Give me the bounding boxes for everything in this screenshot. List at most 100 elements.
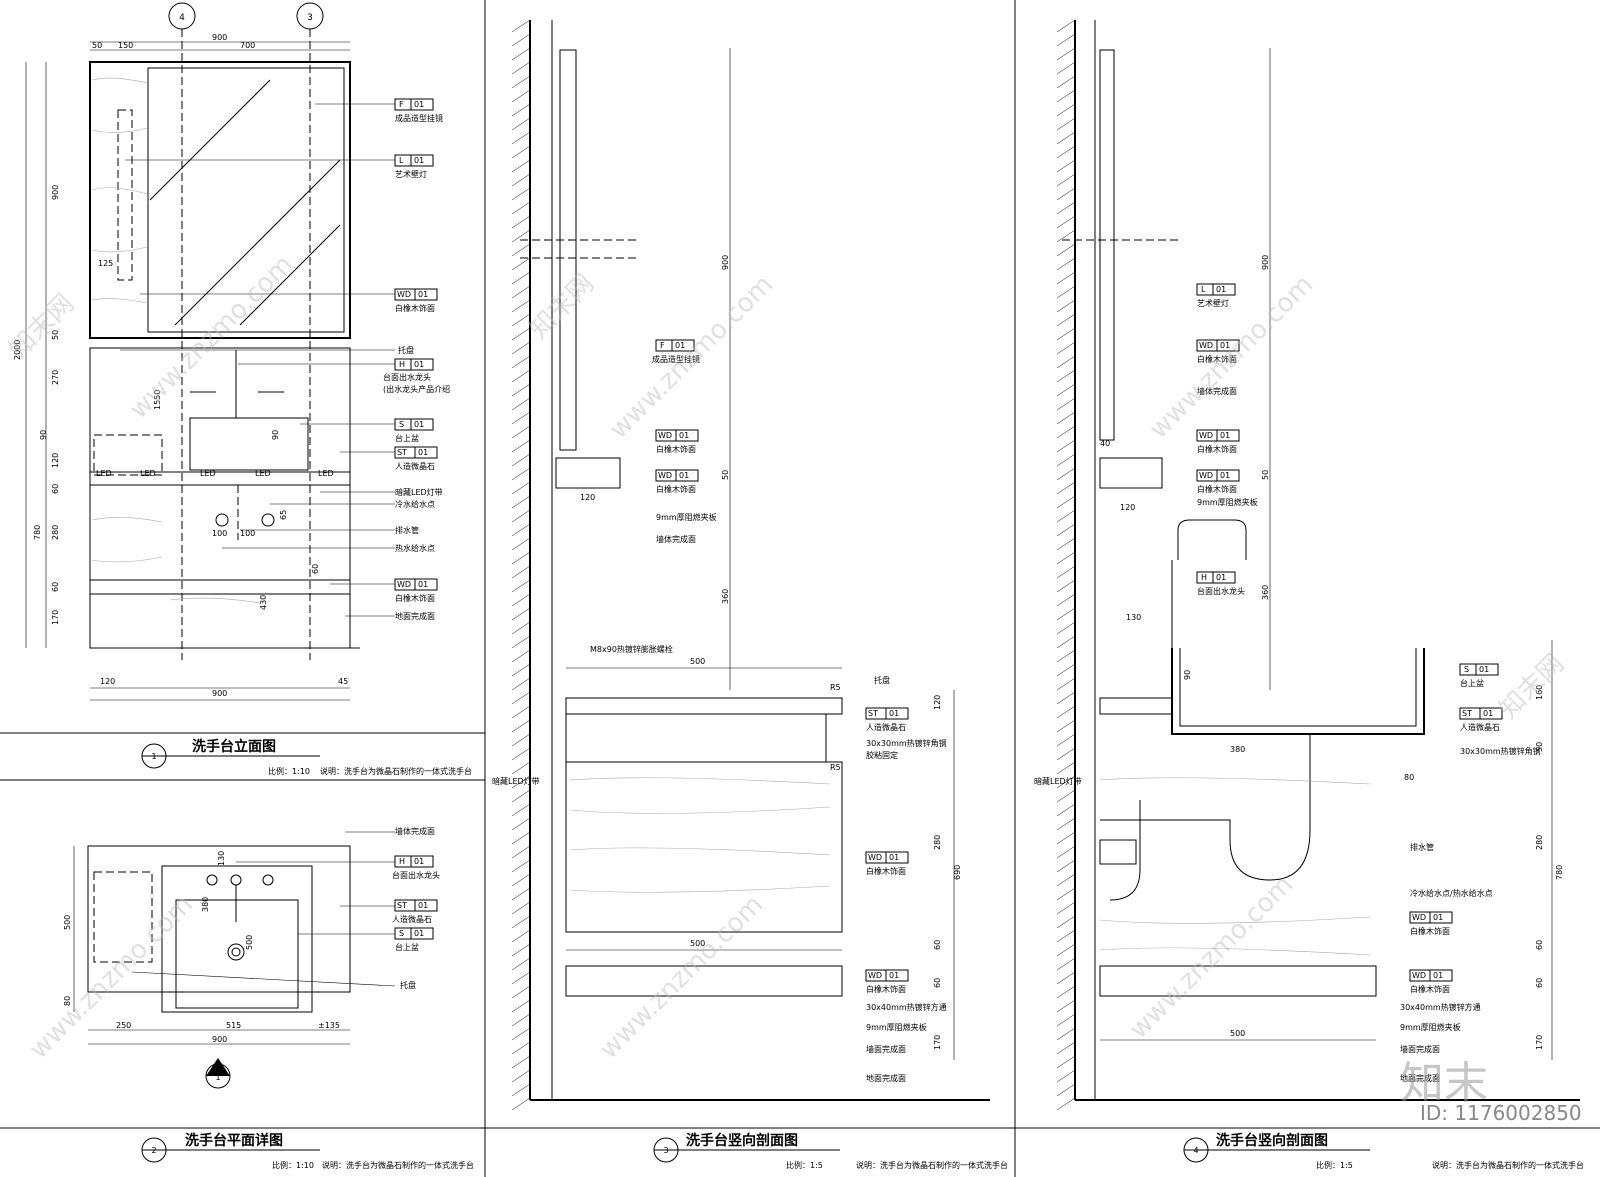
- hatch-line: [511, 89, 531, 103]
- hatch-line: [1056, 187, 1076, 201]
- hatch-line: [1056, 341, 1076, 355]
- svg-text:60: 60: [51, 484, 60, 494]
- hatch-line: [1056, 75, 1076, 89]
- svg-text:250: 250: [116, 1021, 131, 1030]
- label-faucet-note: (出水龙头产品介绍: [383, 384, 450, 394]
- hatch-line: [511, 929, 531, 943]
- hatch-line: [511, 61, 531, 75]
- svg-text:成品造型挂镜: 成品造型挂镜: [652, 354, 700, 364]
- hatch-line: [1056, 873, 1076, 887]
- hatch-line: [511, 943, 531, 957]
- hatch-line: [1056, 159, 1076, 173]
- hatch-line: [511, 33, 531, 47]
- hatch-line: [511, 369, 531, 383]
- hatch-line: [511, 439, 531, 453]
- svg-text:S: S: [1464, 665, 1469, 674]
- hatch-line: [1056, 131, 1076, 145]
- label-faucet: 台面出水龙头: [383, 372, 431, 382]
- hatch-line: [1056, 327, 1076, 341]
- svg-text:01: 01: [1216, 573, 1226, 582]
- hatch-line: [1056, 803, 1076, 817]
- hatch-line: [1056, 173, 1076, 187]
- hatch-line: [511, 285, 531, 299]
- svg-text:台上盆: 台上盆: [1460, 678, 1484, 688]
- hatch-line: [511, 327, 531, 341]
- label-wall-finish: 墙体完成面: [395, 826, 435, 836]
- svg-text:比例：1:5: 比例：1:5: [1316, 1160, 1353, 1170]
- svg-text:270: 270: [51, 370, 60, 385]
- hatch-line: [511, 229, 531, 243]
- hatch-line: [1056, 971, 1076, 985]
- hatch-line: [511, 593, 531, 607]
- hatch-line: [511, 817, 531, 831]
- hatch-line: [511, 1097, 531, 1111]
- svg-text:知末网: 知末网: [4, 289, 80, 365]
- hatch-line: [511, 859, 531, 873]
- label-glue: 胶粘固定: [866, 750, 898, 760]
- svg-text:WD: WD: [1412, 971, 1426, 980]
- svg-text:洗手台竖向剖面图: 洗手台竖向剖面图: [686, 1132, 798, 1149]
- svg-text:360: 360: [1261, 585, 1270, 600]
- svg-text:430: 430: [259, 595, 268, 610]
- hatch-line: [1056, 467, 1076, 481]
- hatch-line: [1056, 33, 1076, 47]
- svg-text:515: 515: [226, 1021, 241, 1030]
- svg-text:知末网: 知末网: [524, 269, 600, 345]
- svg-text:780: 780: [1555, 865, 1564, 880]
- svg-text:60: 60: [1535, 978, 1544, 988]
- label-led-strip: 暗藏LED灯带: [395, 487, 443, 497]
- svg-text:F: F: [399, 100, 404, 109]
- hatch-line: [1056, 229, 1076, 243]
- panel-1-title: 1 洗手台立面图 比例：1:10 说明：洗手台为微晶石制作的一体式洗手台: [141, 738, 472, 776]
- label-led-3: 暗藏LED灯带: [492, 776, 540, 786]
- svg-text:01: 01: [414, 360, 424, 369]
- hatch-line: [1056, 271, 1076, 285]
- hatch-line: [1056, 257, 1076, 271]
- hatch-line: [511, 621, 531, 635]
- panel-3-section: 900 50 120 360 500 R5 R5 120 690 280 60 …: [492, 19, 1008, 1170]
- label-floor-3: 地面完成面: [866, 1073, 906, 1083]
- hatch-line: [511, 425, 531, 439]
- hatch-line: [511, 103, 531, 117]
- svg-text:150: 150: [118, 41, 133, 50]
- svg-text:900: 900: [721, 255, 730, 270]
- hatch-line: [511, 313, 531, 327]
- hatch-line: [1056, 775, 1076, 789]
- svg-text:700: 700: [240, 41, 255, 50]
- svg-text:500: 500: [1230, 1029, 1245, 1038]
- svg-text:170: 170: [1535, 1035, 1544, 1050]
- svg-text:01: 01: [414, 100, 424, 109]
- label-drain-4: 排水管: [1410, 842, 1434, 852]
- hatch-line: [1056, 565, 1076, 579]
- label-cold-water: 冷水给水点: [395, 499, 435, 509]
- hatch-line: [1056, 201, 1076, 215]
- panel-4-title: 4 洗手台竖向剖面图 比例：1:5 说明：洗手台为微晶石制作的一体式洗手台: [1183, 1132, 1584, 1170]
- hatch-line: [511, 411, 531, 425]
- hatch-line: [1056, 691, 1076, 705]
- svg-text:ST: ST: [868, 709, 878, 718]
- svg-text:台面出水龙头: 台面出水龙头: [1197, 586, 1245, 596]
- svg-text:45: 45: [338, 677, 348, 686]
- svg-text:01: 01: [414, 857, 424, 866]
- svg-text:01: 01: [679, 471, 689, 480]
- hatch-line: [1056, 453, 1076, 467]
- svg-text:60: 60: [311, 564, 320, 574]
- svg-text:01: 01: [418, 448, 428, 457]
- hatch-line: [1056, 1041, 1076, 1055]
- section-mark-1: 1: [205, 1058, 231, 1089]
- hatch-line: [511, 565, 531, 579]
- svg-text:60: 60: [1535, 940, 1544, 950]
- svg-text:360: 360: [721, 589, 730, 604]
- hatch-line: [1056, 481, 1076, 495]
- hatch-line: [1056, 929, 1076, 943]
- svg-text:H: H: [399, 857, 405, 866]
- hatch-line: [1056, 243, 1076, 257]
- svg-text:01: 01: [1216, 285, 1226, 294]
- svg-text:台面出水龙头: 台面出水龙头: [392, 870, 440, 880]
- hatch-line: [1056, 313, 1076, 327]
